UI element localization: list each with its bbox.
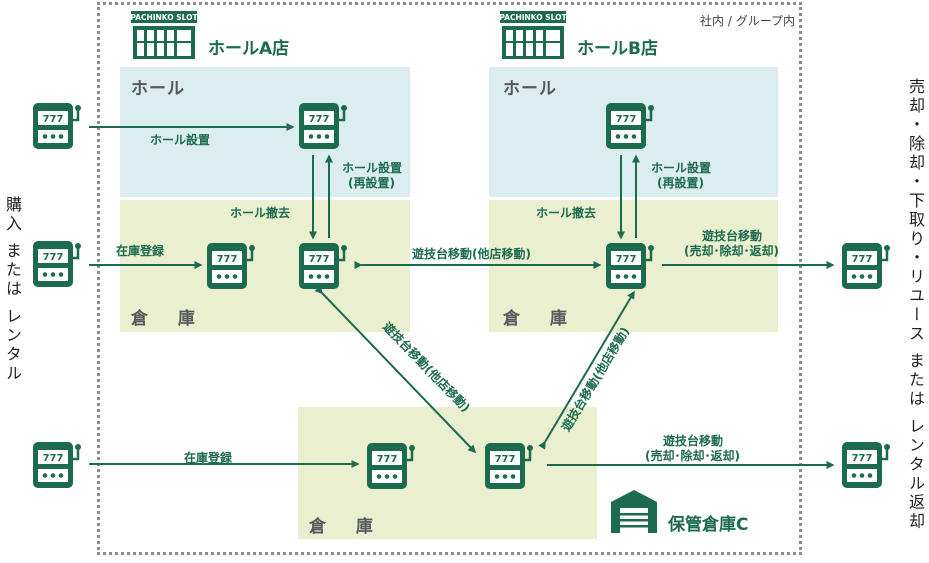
hall-zone-b-label: ホール: [503, 79, 557, 99]
slot-machine-icon: [840, 241, 892, 291]
slot-machine-icon: [297, 101, 349, 151]
label-a-reinstall-line1: ホール設置: [342, 161, 403, 175]
arrow-a-c-move: [314, 285, 477, 454]
label-a-reinstall-line2: (再設置): [348, 176, 395, 190]
store-a-sign-text: PACHINKO SLOT: [131, 13, 197, 22]
slot-machine-icon: [297, 241, 349, 291]
label-a-hall-remove: ホール撤去: [230, 206, 291, 220]
label-hall-install: ホール設置: [150, 133, 211, 147]
warehouse-c-name: 保管倉庫C: [668, 515, 749, 535]
slot-machine-icon: [31, 239, 83, 289]
left-side-label: 購入 または レンタル: [3, 196, 22, 384]
store-a-building-icon: PACHINKO SLOT: [131, 11, 197, 59]
label-b-reinstall-line1: ホール設置: [651, 161, 712, 175]
store-b-name: ホールB店: [577, 39, 658, 59]
label-c-sell-line2: (売却･除却･返却): [645, 449, 740, 463]
right-side-label: 売却・除却・下取り・リユース または レンタル返却: [906, 78, 925, 532]
label-stock-register-a: 在庫登録: [116, 244, 165, 258]
slot-machine-icon: [604, 241, 656, 291]
label-b-sell-line1: 遊技台移動: [702, 229, 763, 243]
label-stock-register-c: 在庫登録: [184, 451, 233, 465]
store-a-name: ホールA店: [208, 39, 290, 59]
hall-zone-a-label: ホール: [131, 79, 185, 99]
store-b-sign-text: PACHINKO SLOT: [500, 13, 566, 22]
slot-machine-icon: [604, 101, 656, 151]
store-b-building-icon: PACHINKO SLOT: [500, 11, 566, 59]
scope-label: 社内 / グループ内: [700, 14, 795, 28]
label-a-b-move: 遊技台移動(他店移動): [412, 247, 531, 261]
slot-machine-icon: [31, 101, 83, 151]
label-c-sell-line1: 遊技台移動: [663, 434, 724, 448]
warehouse-c-building-icon: [611, 490, 657, 533]
label-b-hall-remove: ホール撤去: [536, 206, 597, 220]
slot-machine-icon: [840, 440, 892, 490]
in-house-boundary: [97, 2, 802, 555]
label-b-sell-line2: (売却･除却･返却): [684, 244, 779, 258]
warehouse-zone-a-label: 倉 庫: [131, 309, 207, 329]
warehouse-zone-c-label: 倉 庫: [309, 517, 385, 537]
slot-machine-icon: [205, 241, 257, 291]
slot-machine-icon: [483, 441, 535, 491]
label-b-reinstall-line2: (再設置): [657, 176, 704, 190]
slot-machine-icon: [31, 440, 83, 490]
arrow-c-b-move: [538, 290, 635, 450]
hall-zone-a: [120, 67, 410, 197]
slot-machine-icon: [365, 441, 417, 491]
